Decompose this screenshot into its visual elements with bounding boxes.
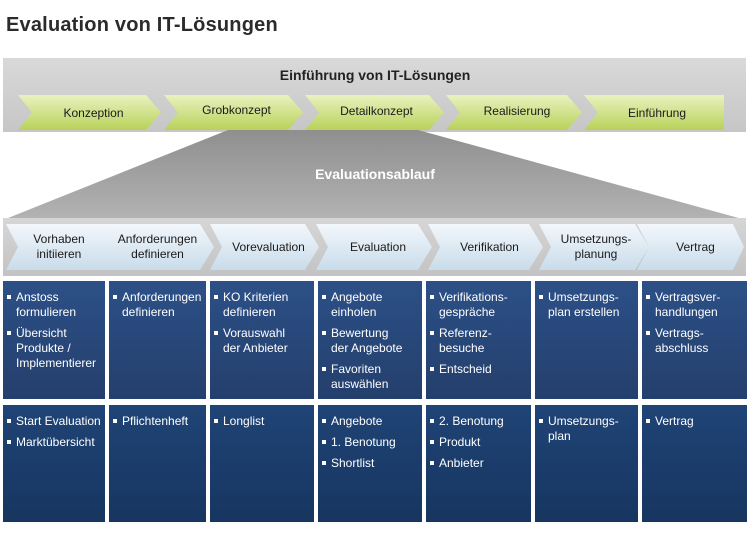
phase-einfuehrung: Einführung [584,95,724,130]
step-vorevaluation: Vorevaluation [210,224,319,270]
result-item: Anbieter [430,456,527,471]
result-column: 2. Benotung Produkt Anbieter [426,405,531,522]
result-item: Umsetzungs- plan [539,414,634,444]
result-item: Longlist [214,414,310,429]
step-evaluation: Evaluation [316,224,432,270]
result-item: Start Evaluation [7,414,101,429]
funnel-title: Evaluationsablauf [315,166,435,182]
activity-column: Vertragsver- handlungen Vertrags- abschl… [642,281,747,399]
activity-item: Favoriten auswählen [322,362,418,392]
step-vertrag: Vertrag [637,224,744,270]
activity-item: Entscheid [430,362,527,377]
phase-konzeption: Konzeption [18,95,161,130]
phase-label: Einführung [627,105,687,120]
result-column: Angebote 1. Benotung Shortlist [318,405,422,522]
result-item: Marktübersicht [7,435,101,450]
activity-column: KO Kriterien definieren Vorauswahl der A… [210,281,314,399]
phase-label: Grobkonzept [202,102,271,117]
phase-label: Detailkonzept [340,103,413,118]
activity-item: Vertrags- abschluss [646,326,743,356]
step-label: Vorhaben initiieren [33,232,85,261]
step-verifikation: Verifikation [428,224,543,270]
step-vorhaben-initiieren: Vorhaben initiieren [6,224,106,270]
activity-column: Angebote einholen Bewertung der Angebote… [318,281,422,399]
step-label: Vorevaluation [232,239,305,254]
top-band-title: Einführung von IT-Lösungen [279,67,471,83]
result-item: Produkt [430,435,527,450]
activity-item: Bewertung der Angebote [322,326,418,356]
activity-item: Vorauswahl der Anbieter [214,326,310,356]
step-anforderungen-definieren: Anforderungen definieren [91,224,214,270]
activity-item: Übersicht Produkte / Implementierer [7,326,101,371]
activity-item: Referenz- besuche [430,326,527,356]
step-label: Umsetzungs- planung [560,232,632,261]
phase-label: Konzeption [63,105,124,120]
result-column: Vertrag [642,405,747,522]
step-label: Verifikation [460,239,519,254]
result-column: Longlist [210,405,314,522]
activity-column: Umsetzungs- plan erstellen [535,281,638,399]
phase-row: Konzeption Grobkonzept Detailkonzept Rea… [0,95,750,130]
phase-grobkonzept: Grobkonzept [164,95,303,130]
activity-column: Anforderungen definieren [109,281,206,399]
result-column: Start Evaluation Marktübersicht [3,405,105,522]
step-umsetzungsplanung: Umsetzungs- planung [539,224,649,270]
step-label: Anforderungen definieren [117,232,198,261]
result-item: Vertrag [646,414,743,429]
result-column: Pflichtenheft [109,405,206,522]
result-item: 1. Benotung [322,435,418,450]
activity-item: Vertragsver- handlungen [646,290,743,320]
funnel-trapezoid [3,130,746,220]
step-label: Evaluation [349,239,407,254]
activity-item: Verifikations- gespräche [430,290,527,320]
phase-detailkonzept: Detailkonzept [305,95,444,130]
result-item: Shortlist [322,456,418,471]
activity-item: Anstoss formulieren [7,290,101,320]
activity-item: Anforderungen definieren [113,290,202,320]
activity-column: Verifikations- gespräche Referenz- besuc… [426,281,531,399]
phase-label: Realisierung [483,103,551,118]
result-item: Angebote [322,414,418,429]
step-label: Vertrag [676,239,715,254]
result-item: 2. Benotung [430,414,527,429]
phase-realisierung: Realisierung [446,95,582,130]
result-column: Umsetzungs- plan [535,405,638,522]
activity-column: Anstoss formulieren Übersicht Produkte /… [3,281,105,399]
activity-item: Angebote einholen [322,290,418,320]
result-item: Pflichtenheft [113,414,202,429]
page-title: Evaluation von IT-Lösungen [6,14,278,36]
activity-item: KO Kriterien definieren [214,290,310,320]
activity-item: Umsetzungs- plan erstellen [539,290,634,320]
